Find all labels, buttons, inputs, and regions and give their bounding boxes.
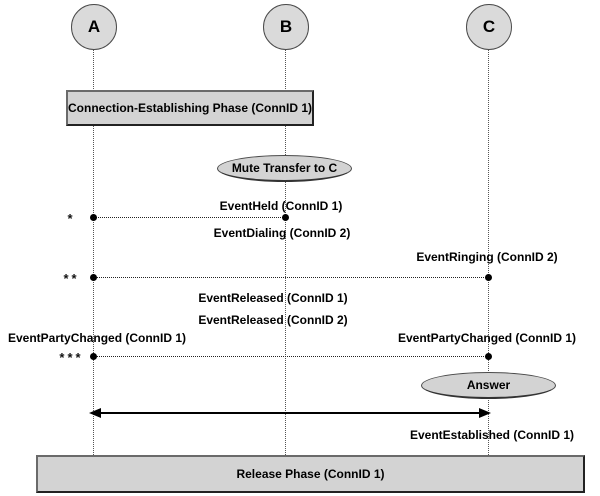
- event-label-party-changed-left: EventPartyChanged (ConnID 1): [8, 331, 187, 345]
- party-circle-b: B: [263, 4, 309, 50]
- step-marker-1: *: [67, 211, 76, 226]
- lifeline-c: [488, 48, 489, 455]
- party-label-c: C: [482, 17, 496, 36]
- party-circle-c: C: [466, 4, 512, 50]
- message-endpoint-dot: [90, 274, 97, 281]
- action-ellipse-mute-transfer: Mute Transfer to C: [217, 155, 352, 182]
- message-endpoint-dot: [90, 353, 97, 360]
- lifeline-a: [93, 48, 94, 455]
- message-line-3: [93, 356, 488, 357]
- event-label-dialing: EventDialing (ConnID 2): [213, 226, 351, 240]
- phase-box-connection-establishing: Connection-Establishing Phase (ConnID 1): [66, 90, 314, 126]
- message-line-2: [93, 277, 488, 278]
- step-marker-2: **: [63, 271, 80, 286]
- event-label-held: EventHeld (ConnID 1): [219, 199, 343, 213]
- message-line-1: [93, 217, 285, 218]
- event-label-ringing: EventRinging (ConnID 2): [416, 250, 558, 264]
- message-endpoint-dot: [282, 214, 289, 221]
- action-ellipse-answer: Answer: [421, 372, 556, 399]
- event-label-released-2: EventReleased (ConnID 2): [198, 313, 348, 327]
- message-endpoint-dot: [90, 214, 97, 221]
- party-label-a: A: [87, 17, 101, 36]
- message-endpoint-dot: [485, 353, 492, 360]
- event-label-party-changed-right: EventPartyChanged (ConnID 1): [398, 331, 577, 345]
- phase-box-release: Release Phase (ConnID 1): [36, 455, 585, 493]
- lifeline-b: [285, 48, 286, 455]
- step-marker-3: ***: [59, 350, 84, 365]
- double-arrow-icon: [89, 408, 491, 418]
- event-label-released-1: EventReleased (ConnID 1): [198, 291, 348, 305]
- party-label-b: B: [279, 17, 293, 36]
- party-circle-a: A: [71, 4, 117, 50]
- message-endpoint-dot: [485, 274, 492, 281]
- event-label-established: EventEstablished (ConnID 1): [409, 428, 575, 442]
- established-arrow: [84, 404, 496, 422]
